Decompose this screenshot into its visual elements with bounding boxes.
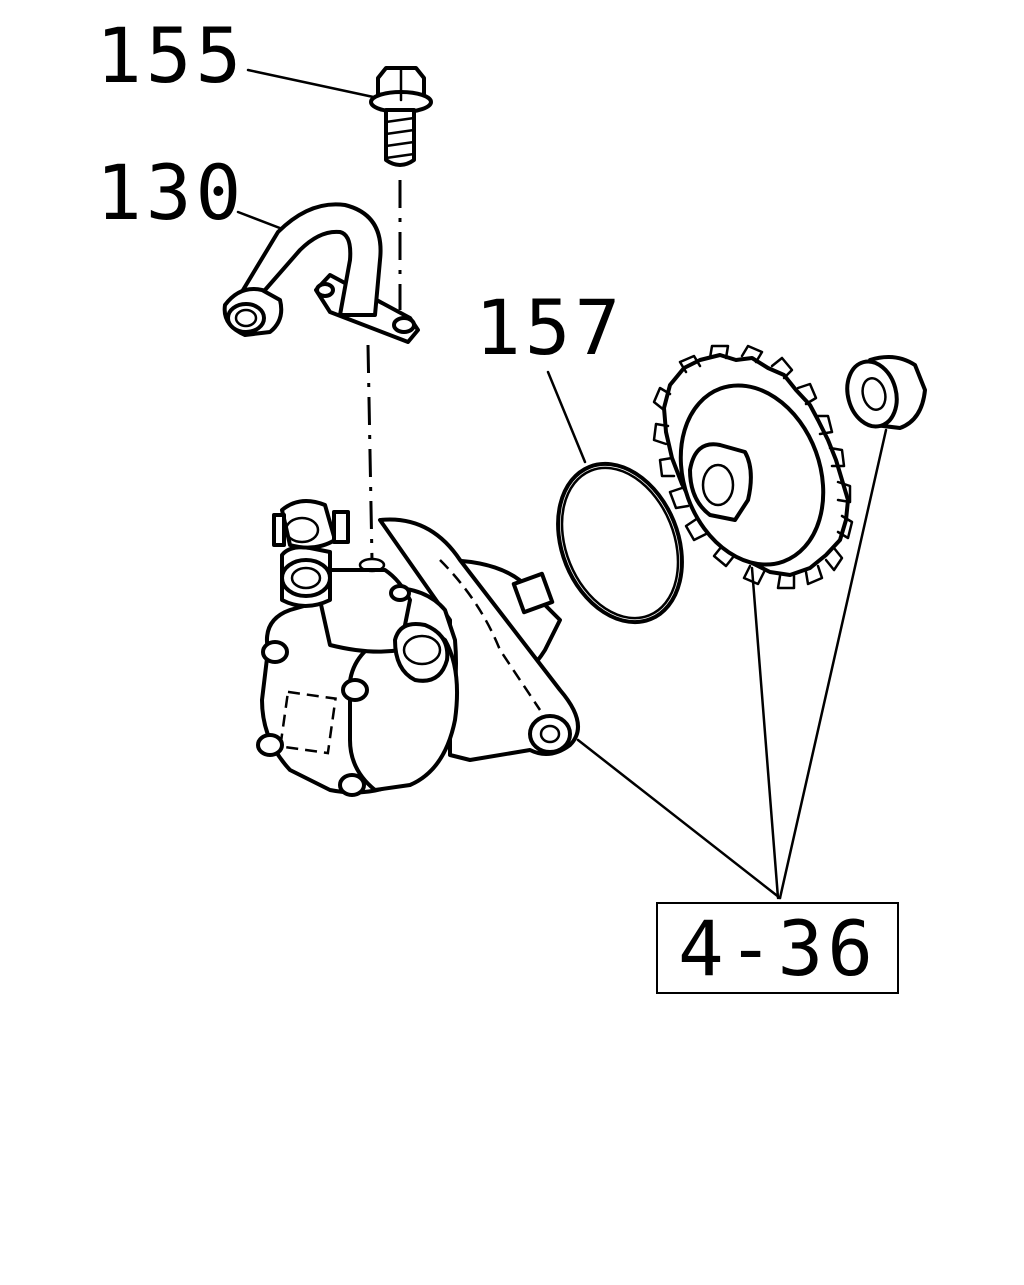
- leader-155: [246, 68, 380, 100]
- center-line-pipe: [366, 344, 374, 561]
- pump-body: [256, 499, 580, 797]
- pipe-part: [222, 202, 420, 344]
- callout-157: 157: [475, 283, 625, 372]
- callout-130: 130: [96, 148, 246, 237]
- bushing-part: [845, 354, 927, 430]
- leader-lines: [236, 68, 888, 900]
- leader-157: [546, 370, 587, 464]
- reference-label: 4-36: [677, 903, 878, 993]
- reference-box: 4-36: [656, 902, 899, 994]
- bolt-part: [369, 66, 433, 167]
- callout-155: 155: [96, 11, 246, 100]
- leader-ref-pump: [576, 738, 782, 900]
- leader-ref-bushing: [778, 428, 888, 900]
- gear-part: [652, 344, 854, 590]
- o-ring-part: [556, 461, 684, 625]
- leader-ref-gear: [750, 566, 780, 900]
